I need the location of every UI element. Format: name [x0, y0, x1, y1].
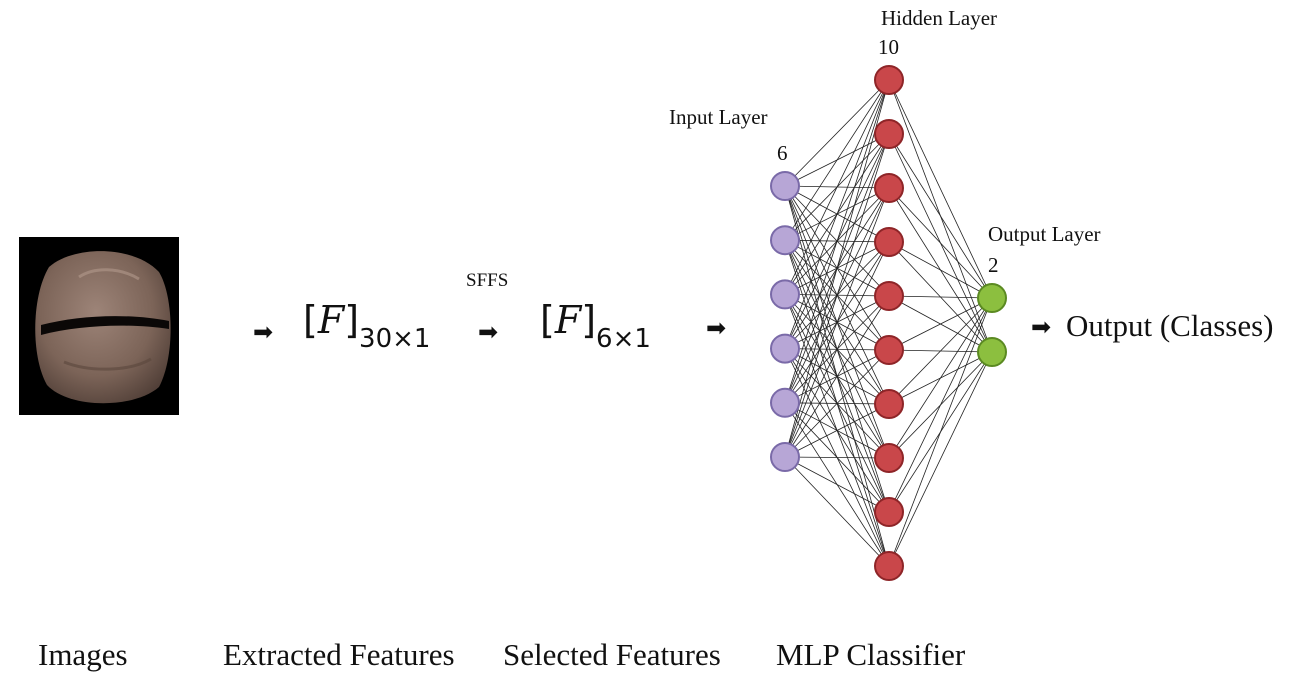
hidden-node — [874, 443, 904, 473]
bracket-close: ] — [581, 298, 597, 342]
sffs-label: SFFS — [466, 270, 509, 291]
bracket-close: ] — [344, 298, 360, 342]
hidden-output-edge — [888, 297, 993, 351]
input-node — [770, 442, 800, 472]
input-layer-count: 6 — [777, 141, 788, 165]
input-node — [770, 387, 800, 418]
input-hidden-edge — [784, 79, 890, 295]
seed-illustration — [35, 251, 171, 404]
hidden-node — [874, 173, 904, 203]
output-node — [977, 337, 1007, 367]
hidden-output-edge — [888, 187, 993, 299]
stage-label-images: Images — [38, 637, 128, 672]
hidden-layer-title: Hidden Layer — [881, 6, 998, 30]
hidden-node — [874, 119, 904, 149]
input-layer-title: Input Layer — [669, 105, 768, 129]
input-hidden-edge — [784, 79, 890, 187]
seed-image — [19, 237, 179, 415]
arrow-1: ➡ — [253, 318, 274, 346]
input-hidden-edge — [784, 133, 890, 458]
stage-label-selected: Selected Features — [503, 637, 721, 672]
hidden-node — [874, 497, 904, 527]
matrix-dimension: 30×1 — [359, 324, 431, 354]
stage-label-classifier: MLP Classifier — [776, 637, 966, 672]
input-hidden-edge — [784, 403, 890, 458]
input-hidden-edge — [784, 456, 890, 459]
hidden-output-edge — [888, 351, 993, 567]
input-hidden-edge — [784, 295, 890, 458]
input-hidden-edge — [784, 79, 890, 349]
network-nodes — [770, 65, 1007, 581]
selected-features-matrix: [F]6×1 — [540, 298, 651, 354]
input-node — [770, 225, 800, 256]
hidden-node — [874, 551, 904, 581]
hidden-output-edge — [888, 79, 993, 299]
network-edges — [784, 79, 993, 567]
arrow-3: ➡ — [706, 314, 727, 342]
input-hidden-edge — [784, 456, 890, 513]
bracket-open: [ — [540, 298, 555, 342]
arrow-2: ➡ — [478, 318, 499, 346]
input-hidden-edge — [784, 349, 890, 458]
hidden-layer-count: 10 — [878, 35, 899, 59]
extracted-features-matrix: [F]30×1 — [303, 298, 430, 354]
output-layer-count: 2 — [988, 253, 999, 277]
input-node — [770, 279, 800, 310]
input-hidden-edge — [784, 187, 890, 458]
hidden-output-edge — [888, 297, 993, 459]
matrix-variable: F — [317, 298, 345, 342]
input-hidden-edge — [784, 79, 890, 403]
input-hidden-edge — [784, 456, 890, 567]
hidden-output-edge — [888, 297, 993, 405]
hidden-node — [874, 281, 904, 311]
hidden-node — [874, 389, 904, 419]
matrix-variable: F — [554, 298, 582, 342]
hidden-node — [874, 335, 904, 365]
input-hidden-edge — [784, 241, 890, 458]
hidden-output-edge — [888, 297, 993, 513]
hidden-output-edge — [888, 241, 993, 299]
hidden-output-edge — [888, 297, 993, 567]
matrix-dimension: 6×1 — [596, 324, 651, 354]
input-hidden-edge — [784, 79, 890, 458]
hidden-node — [874, 227, 904, 257]
hidden-node — [874, 65, 904, 95]
output-node — [977, 283, 1007, 313]
output-layer-title: Output Layer — [988, 222, 1101, 246]
hidden-output-edge — [888, 295, 993, 299]
output-classes-label: Output (Classes) — [1066, 308, 1274, 343]
hidden-output-edge — [888, 133, 993, 299]
input-node — [770, 171, 800, 201]
stage-label-extracted: Extracted Features — [223, 637, 455, 672]
arrow-4: ➡ — [1031, 313, 1052, 341]
input-node — [770, 333, 800, 364]
input-hidden-edge — [784, 79, 890, 241]
bracket-open: [ — [303, 298, 318, 342]
